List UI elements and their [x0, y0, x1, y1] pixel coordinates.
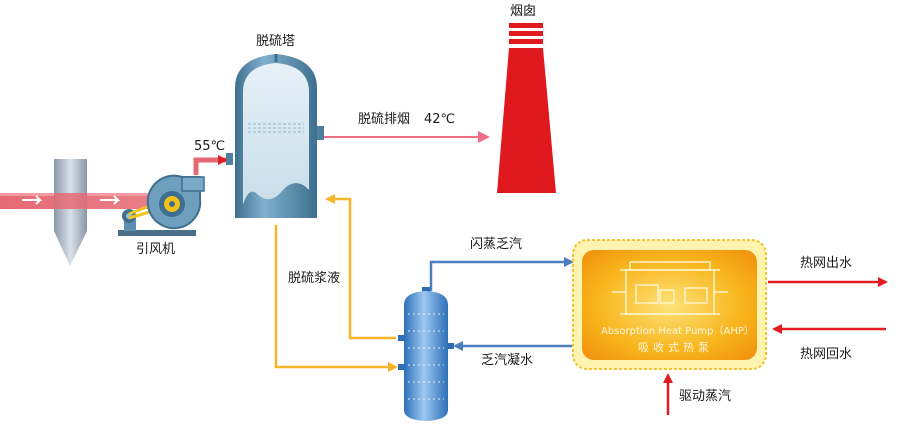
fan-outlet-gas-line [193, 155, 228, 175]
absorption-heat-pump [572, 239, 767, 370]
hot-water-return-label: 热网回水 [800, 347, 853, 362]
desulfurization-tower [226, 54, 324, 218]
fan-label: 引风机 [136, 242, 176, 257]
drive-steam-label: 驱动蒸汽 [679, 389, 732, 404]
flue-gas-out-label: 脱硫排烟 [358, 112, 411, 127]
chimney [497, 23, 556, 193]
inlet-temp-label: 55℃ [194, 139, 226, 154]
chimney-label: 烟囱 [510, 4, 537, 19]
flue-gas-temp-label: 42℃ [424, 112, 456, 127]
heat-pump-icon [612, 261, 728, 315]
desulfurization-tower-label: 脱硫塔 [256, 34, 296, 49]
ahp-name-cn: 吸收式热泵 [638, 341, 713, 354]
ahp-name-en: Absorption Heat Pump（AHP） [601, 326, 754, 337]
flash-separator [398, 287, 454, 421]
flash-steam-line [429, 257, 574, 291]
slurry-label: 脱硫浆液 [288, 271, 341, 286]
induced-draft-fan [118, 174, 205, 236]
flash-steam-label: 闪蒸乏汽 [470, 237, 523, 252]
slurry-lines [274, 194, 398, 372]
condensate-label: 乏汽凝水 [481, 353, 534, 368]
hot-water-out-label: 热网出水 [800, 256, 853, 271]
precipitator [54, 159, 87, 266]
